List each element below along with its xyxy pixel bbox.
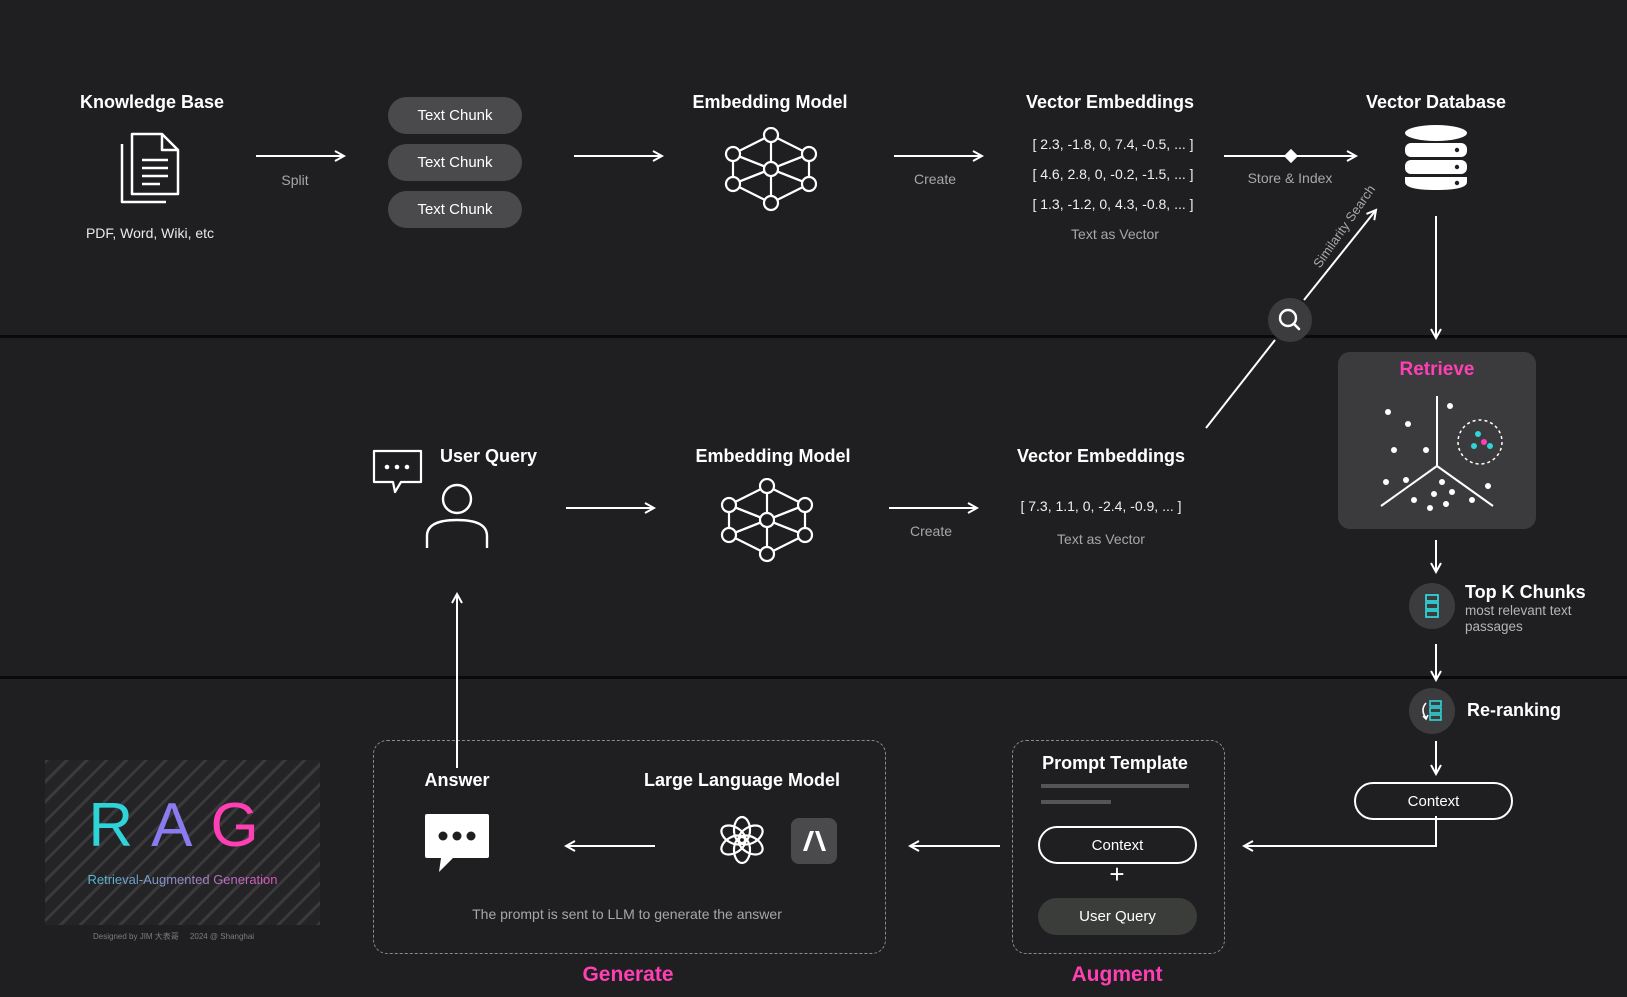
augment-box bbox=[1012, 740, 1225, 954]
neural-network-icon bbox=[724, 127, 818, 212]
anthropic-icon bbox=[791, 818, 837, 864]
embedding-model-title-1: Embedding Model bbox=[692, 92, 848, 112]
user-query-pill: User Query bbox=[1038, 898, 1197, 935]
scatter-plot-icon bbox=[1380, 396, 1503, 511]
retrieve-panel: Retrieve bbox=[1338, 352, 1536, 529]
template-line-2 bbox=[1041, 800, 1111, 804]
top-k-caption: most relevant text passages bbox=[1465, 603, 1572, 634]
rag-letter-a: A bbox=[151, 791, 211, 860]
similarity-line-lower bbox=[1205, 339, 1276, 429]
text-chunk-1: Text Chunk bbox=[388, 97, 522, 134]
rag-subtitle: Retrieval-Augmented Generation bbox=[45, 872, 320, 887]
similarity-line-upper bbox=[1303, 210, 1376, 301]
user-icon bbox=[425, 483, 489, 548]
store-index-label: Store & Index bbox=[1247, 170, 1333, 186]
vector-embeddings-title-2: Vector Embeddings bbox=[1016, 446, 1186, 466]
query-vector-row: [ 7.3, 1.1, 0, -2.4, -0.9, ... ] bbox=[1020, 498, 1182, 514]
search-circle bbox=[1268, 298, 1312, 342]
rag-logo: RAG Retrieval-Augmented Generation bbox=[45, 760, 320, 925]
rag-letter-r: R bbox=[88, 791, 152, 860]
rag-letter-g: G bbox=[210, 791, 277, 860]
answer-chat-icon bbox=[425, 814, 489, 872]
vector-row-3: [ 1.3, -1.2, 0, 4.3, -0.8, ... ] bbox=[1032, 196, 1194, 212]
chat-bubble-icon bbox=[372, 449, 423, 494]
knowledge-base-caption: PDF, Word, Wiki, etc bbox=[85, 225, 215, 241]
create-label-1: Create bbox=[913, 171, 957, 187]
database-icon bbox=[1405, 125, 1467, 190]
plus-sign: + bbox=[1109, 859, 1125, 889]
credit-line: Designed by JIM 大表哥 2024 @ Shanghai bbox=[93, 932, 255, 941]
search-icon bbox=[1278, 308, 1301, 331]
user-query-title: User Query bbox=[440, 446, 538, 466]
arrow-context-to-augment bbox=[1244, 816, 1437, 846]
text-chunk-3: Text Chunk bbox=[388, 191, 522, 228]
template-line-1 bbox=[1041, 784, 1189, 788]
embedding-model-title-2: Embedding Model bbox=[695, 446, 851, 466]
context-pill-right: Context bbox=[1354, 782, 1513, 820]
context-pill-augment: Context bbox=[1038, 826, 1197, 864]
text-chunk-2: Text Chunk bbox=[388, 144, 522, 181]
retrieve-title: Retrieve bbox=[1399, 359, 1475, 380]
text-as-vector-2: Text as Vector bbox=[1057, 531, 1145, 547]
rerank-icon bbox=[1422, 700, 1442, 721]
openai-icon bbox=[720, 815, 764, 865]
top-k-title: Top K Chunks bbox=[1465, 582, 1586, 602]
reranking-title: Re-ranking bbox=[1467, 700, 1562, 720]
generate-box bbox=[373, 740, 886, 954]
chunks-icon bbox=[1425, 594, 1439, 618]
create-label-2: Create bbox=[909, 523, 953, 539]
vector-row-1: [ 2.3, -1.8, 0, 7.4, -0.5, ... ] bbox=[1032, 136, 1194, 152]
rag-letters: RAG bbox=[45, 790, 320, 861]
prompt-template-title: Prompt Template bbox=[1042, 753, 1188, 773]
neural-network-icon-2 bbox=[720, 478, 814, 563]
vector-database-title: Vector Database bbox=[1365, 92, 1507, 112]
rerank-circle bbox=[1409, 688, 1455, 734]
knowledge-base-title: Knowledge Base bbox=[79, 92, 225, 112]
text-as-vector-1: Text as Vector bbox=[1071, 226, 1159, 242]
answer-title: Answer bbox=[424, 770, 490, 790]
section-divider-top bbox=[0, 335, 1627, 338]
store-diamond bbox=[1283, 148, 1299, 164]
document-icon bbox=[120, 132, 180, 204]
generate-section-label: Generate bbox=[582, 963, 674, 986]
augment-section-label: Augment bbox=[1071, 963, 1163, 986]
chunks-circle bbox=[1409, 583, 1455, 629]
split-label: Split bbox=[281, 172, 309, 188]
vector-row-2: [ 4.6, 2.8, 0, -0.2, -1.5, ... ] bbox=[1032, 166, 1194, 182]
llm-title: Large Language Model bbox=[643, 770, 841, 790]
generate-caption: The prompt is sent to LLM to generate th… bbox=[472, 906, 782, 922]
section-divider-bottom bbox=[0, 676, 1627, 679]
vector-embeddings-title-1: Vector Embeddings bbox=[1025, 92, 1195, 112]
